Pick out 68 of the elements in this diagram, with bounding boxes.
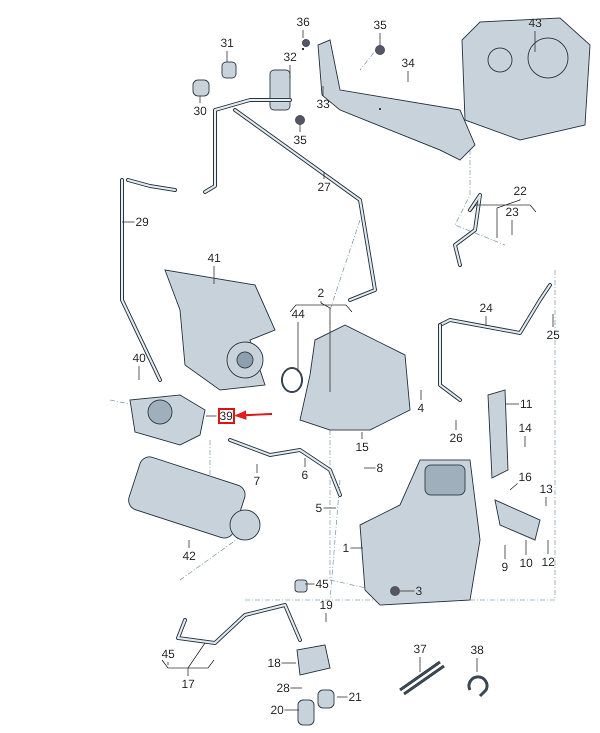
callout-number: 35	[294, 133, 307, 147]
callout-number: 30	[194, 104, 207, 118]
leader-line	[138, 366, 140, 380]
leader-line	[534, 30, 536, 52]
callout-number: 39	[218, 408, 235, 424]
callout-number: 6	[302, 468, 308, 482]
callout-number: 28	[276, 681, 290, 695]
callout-number: 11	[520, 397, 532, 411]
callout-number: 1	[342, 541, 350, 555]
callout-number: 32	[284, 50, 297, 64]
callout-number: 4	[418, 401, 424, 415]
leader-line	[322, 86, 324, 96]
leader-line	[504, 544, 506, 560]
callout-number: 5	[316, 501, 322, 515]
callout-number: 45	[316, 577, 329, 591]
leader-line	[302, 30, 304, 38]
leader-line	[510, 483, 518, 490]
callout-number: 34	[402, 56, 415, 70]
callout-number: 3	[416, 584, 422, 598]
leader-line	[304, 458, 306, 468]
callout-number: 37	[414, 642, 427, 656]
callout-number: 40	[132, 351, 146, 365]
leader-line	[188, 540, 190, 548]
leader-line	[476, 658, 478, 672]
callout-number: 26	[450, 431, 463, 445]
callout-number: 36	[296, 15, 310, 29]
callout-number: 12	[542, 555, 555, 569]
callout-number: 7	[254, 474, 260, 488]
arrow	[234, 410, 272, 420]
leader-line	[552, 314, 554, 328]
callout-number: 21	[348, 690, 362, 704]
leader-line	[281, 662, 296, 664]
callout-number: 44	[292, 307, 305, 321]
leader-line	[524, 436, 526, 448]
callout-number: 42	[182, 549, 196, 563]
leader-line	[256, 464, 258, 474]
callout-number: 23	[506, 205, 519, 219]
callout-number: 22	[514, 184, 527, 198]
callout-number: 9	[502, 560, 508, 574]
leader-line	[400, 590, 415, 592]
callout-number: 25	[546, 328, 560, 342]
callout-number: 17	[182, 677, 195, 691]
callout-number: 18	[268, 656, 281, 670]
callout-number: 35	[374, 18, 387, 32]
callout-number: 13	[540, 482, 553, 496]
leader-line	[420, 390, 422, 400]
callout-number: 2	[318, 286, 324, 300]
callout-number: 45	[162, 647, 175, 661]
callout-number: 33	[316, 97, 330, 111]
leader-line	[320, 300, 330, 392]
callout-number: 31	[220, 36, 234, 50]
callout-number: 20	[270, 703, 284, 717]
callout-number: 8	[376, 461, 384, 475]
callout-number: 29	[136, 215, 149, 229]
callout-number: 16	[518, 470, 532, 484]
callout-number: 10	[520, 556, 533, 570]
callout-number: 24	[480, 301, 493, 315]
callout-number: 14	[518, 421, 532, 435]
callout-number: 19	[320, 598, 333, 612]
leader-line	[226, 50, 228, 62]
callout-number: 38	[470, 643, 484, 657]
leader-line	[188, 642, 206, 676]
callout-number: 15	[356, 440, 369, 454]
leader-line	[496, 198, 520, 238]
callout-number: 41	[208, 251, 221, 265]
leader-line	[336, 696, 348, 698]
callout-number: 27	[318, 180, 331, 194]
callout-number: 43	[528, 16, 542, 30]
